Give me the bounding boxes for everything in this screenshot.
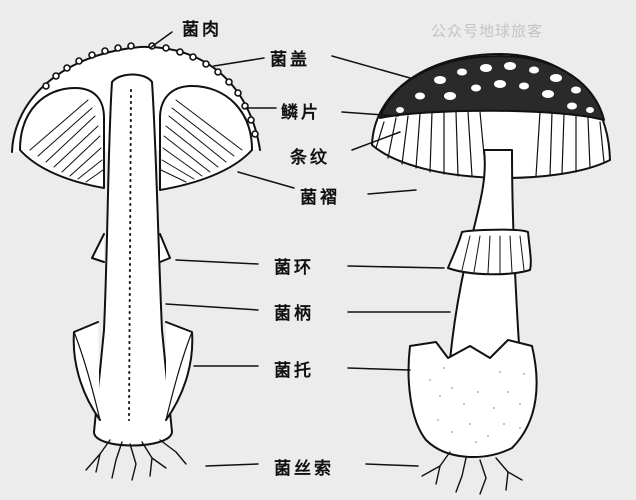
label-gills: 菌褶 [300, 188, 340, 208]
leader-rhizomorphs-left [205, 463, 259, 467]
left-cap-warts [42, 42, 259, 138]
right-cap-warts [396, 62, 594, 113]
leader-gills-right [367, 189, 417, 195]
leader-cap-right [331, 55, 411, 79]
right-volva-stipple [429, 367, 525, 443]
leader-scales-right [341, 111, 399, 117]
label-flesh: 菌肉 [182, 20, 222, 40]
label-scales: 鳞片 [281, 103, 321, 123]
left-gills-left [19, 87, 105, 189]
label-volva: 菌托 [274, 361, 314, 381]
right-ring-lines [461, 235, 525, 274]
right-roots [421, 451, 523, 495]
leader-rhizomorphs-right [365, 463, 419, 467]
leader-cap-left [213, 57, 265, 67]
leader-ring-left [175, 259, 259, 265]
left-cross-section-mushroom [11, 42, 261, 481]
label-cap: 菌盖 [270, 50, 310, 70]
left-stem-dots [128, 89, 132, 421]
left-roots [85, 439, 187, 481]
right-whole-mushroom [371, 53, 611, 495]
left-gill-lines [29, 99, 243, 183]
label-stipe: 菌柄 [274, 304, 314, 324]
right-cap-striations [375, 111, 605, 177]
left-gills-right [159, 85, 253, 191]
leader-volva-right [347, 367, 411, 371]
right-volva [407, 339, 538, 458]
leader-stipe-left [165, 303, 259, 311]
leader-gills-left [237, 171, 295, 189]
leader-flesh [149, 31, 173, 49]
watermark: 公众号地球旅客 [431, 22, 544, 40]
leader-striations [351, 131, 401, 151]
left-stem [93, 73, 173, 447]
label-ring: 菌环 [274, 258, 314, 278]
label-rhizomorphs: 菌丝索 [274, 459, 334, 479]
label-striations: 条纹 [290, 148, 330, 168]
right-cap-top [379, 55, 605, 121]
leader-lines [149, 31, 451, 467]
left-ring [91, 233, 105, 263]
leader-ring-right [347, 265, 445, 269]
